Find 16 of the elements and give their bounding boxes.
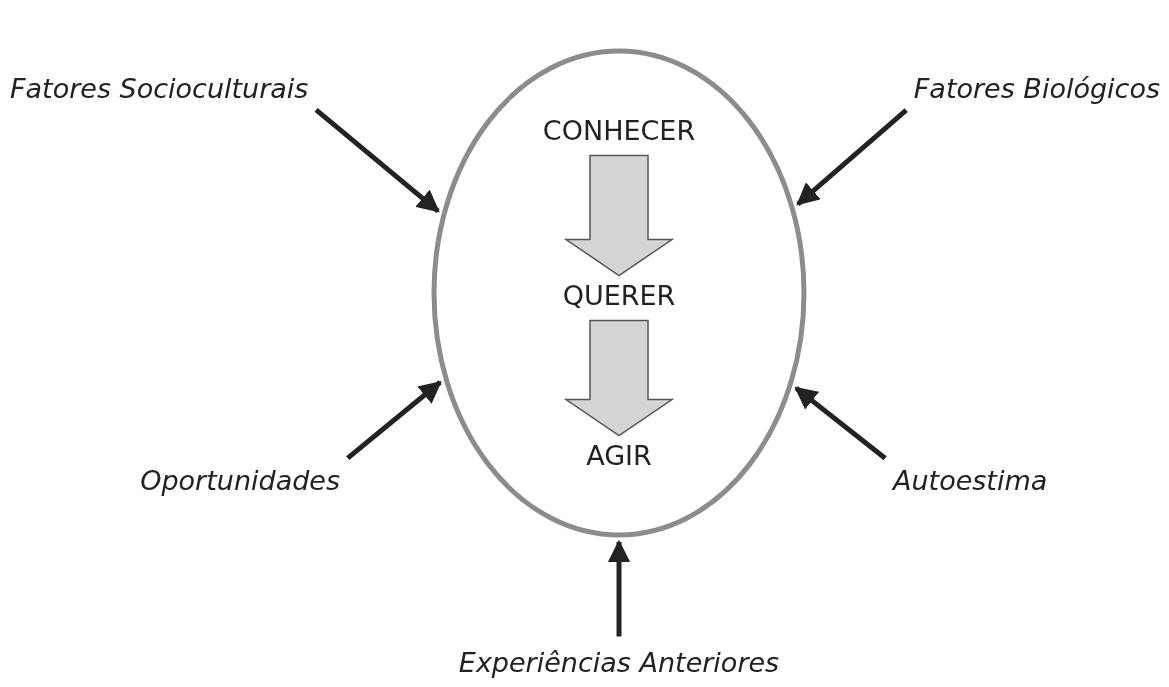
block-arrow [563, 154, 675, 277]
arrow [314, 107, 440, 214]
arrow [607, 539, 631, 637]
factor-label: Fatores Socioculturais [10, 72, 309, 104]
factor-label: Fatores Biológicos [913, 72, 1160, 104]
stage-label: CONHECER [542, 114, 696, 146]
stage-label: AGIR [586, 439, 652, 471]
arrow [346, 380, 442, 461]
oval-outline [431, 48, 807, 538]
factor-label: Autoestima [893, 464, 1048, 496]
factor-label: Oportunidades [140, 464, 340, 496]
stage-label: QUERER [562, 279, 676, 311]
factor-label: Experiências Anteriores [458, 646, 780, 678]
arrow [794, 386, 887, 461]
arrow [796, 108, 908, 206]
block-arrow [563, 319, 675, 437]
